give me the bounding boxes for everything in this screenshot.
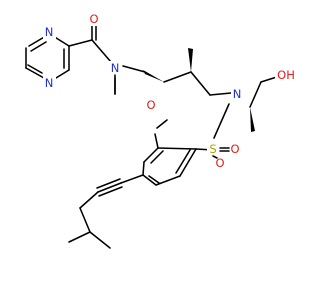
bond-lines: [25, 25, 284, 249]
svg-text:N: N: [45, 25, 54, 39]
svg-text:O: O: [230, 142, 239, 156]
sulfonyl-bonds: [212, 147, 230, 159]
atom-label-ring-nitrogen: N: [231, 87, 244, 101]
atom-labels: N N O N O N S O: [43, 12, 297, 170]
atom-label-hydroxyl: OH: [275, 68, 297, 82]
atom-label-amide-nitrogen: N: [109, 61, 122, 75]
atom-label-ring-oxygen: O: [145, 98, 158, 112]
atom-label-sulfur: S: [207, 142, 220, 156]
svg-text:N: N: [45, 76, 54, 90]
atom-label-sulfonyl-oxygen-1: O: [214, 156, 227, 170]
stereo-wedges: [143, 48, 255, 132]
svg-text:S: S: [209, 142, 216, 156]
molecule-structure: N N O N O N S O: [25, 12, 297, 249]
atom-label-amide-oxygen: O: [87, 12, 100, 26]
svg-text:O: O: [215, 156, 224, 170]
atom-label-pyrazine-n1: N: [43, 25, 56, 39]
svg-text:N: N: [233, 87, 242, 101]
svg-text:O: O: [89, 12, 98, 26]
atom-label-sulfonyl-oxygen-2: O: [229, 142, 242, 156]
svg-text:OH: OH: [277, 68, 295, 82]
svg-text:O: O: [146, 98, 155, 112]
atom-label-pyrazine-n2: N: [43, 76, 56, 90]
svg-text:N: N: [111, 61, 120, 75]
